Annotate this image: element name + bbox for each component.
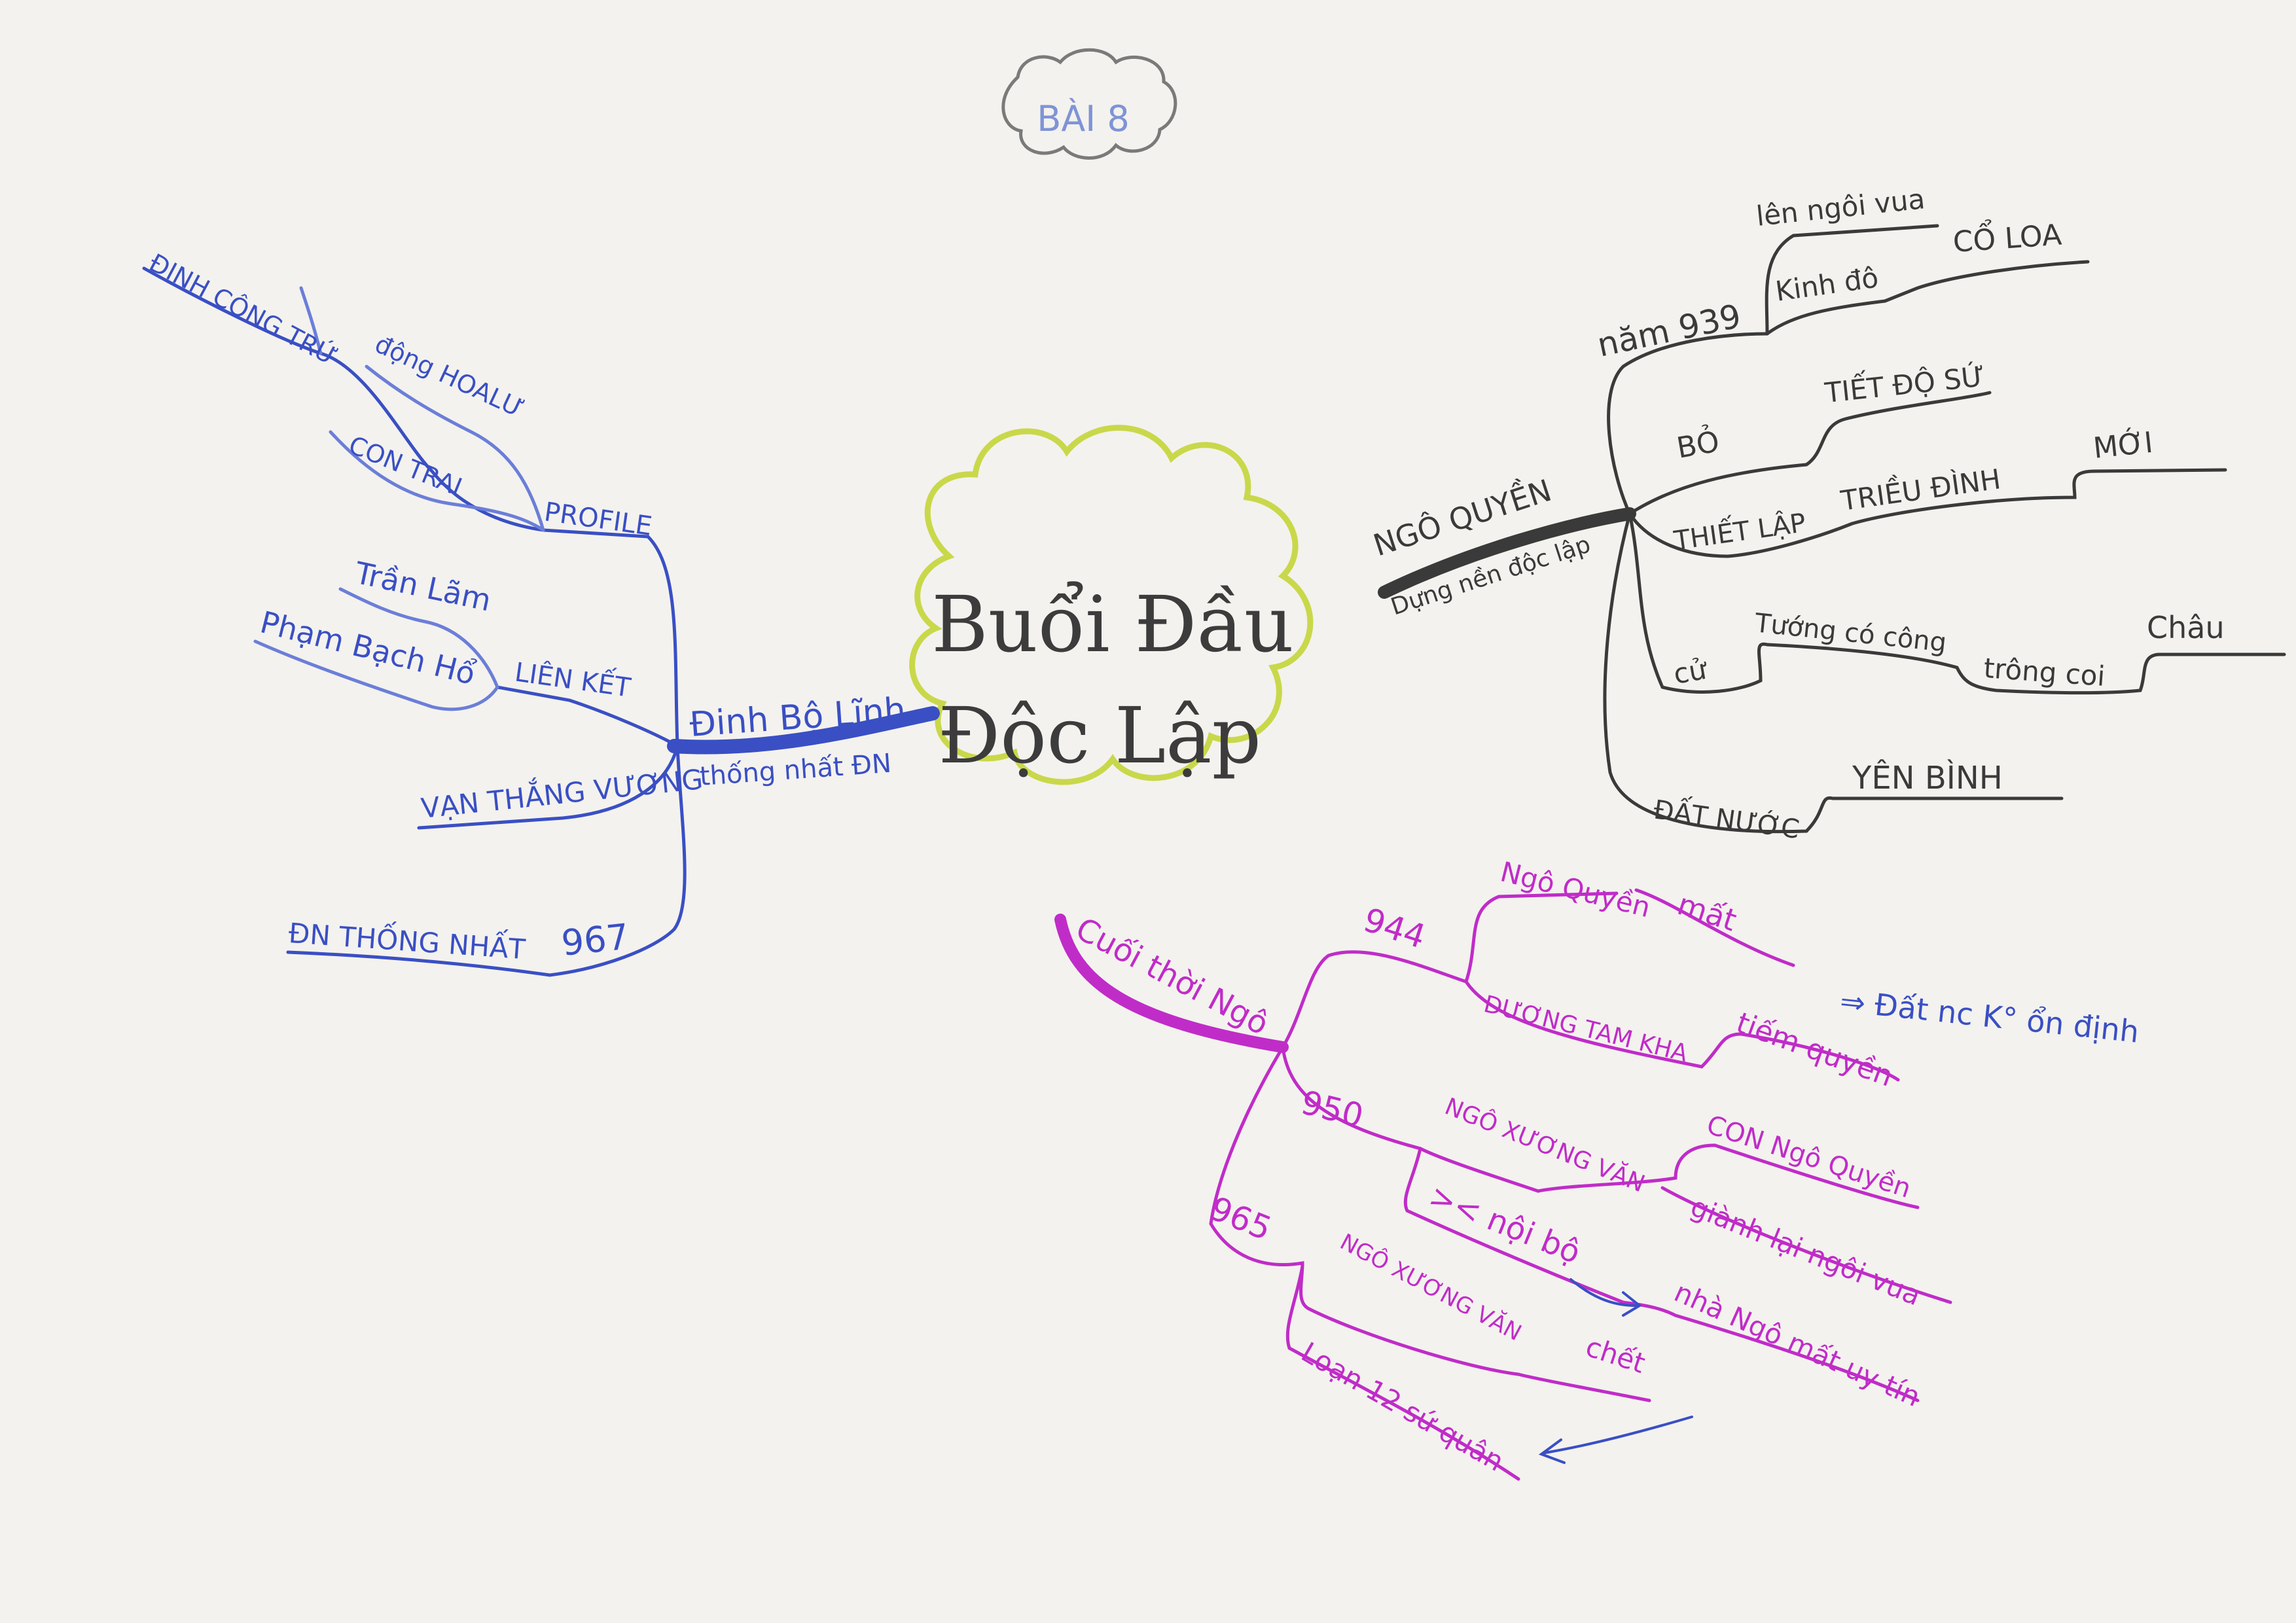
trunk-to-944	[1281, 891, 1619, 1049]
branch-cuoi-thoi-ngo-trunk	[1054, 914, 1289, 1053]
branch-loan-12-su-quan	[1285, 1264, 1520, 1481]
central-title-line1: Buổi Đầu	[931, 579, 1294, 669]
label-ngo-xuong-van-2: NGÔ XƯƠNG VĂN	[1336, 1228, 1526, 1347]
label-pham-bach-ho: Phạm Bạch Hổ	[257, 604, 478, 692]
label-duong-tam-kha: DƯƠNG TAM KHA	[1481, 991, 1691, 1067]
label-lien-ket: LIÊN KẾT	[513, 653, 634, 703]
branch-duong-tam-kha	[1464, 980, 1900, 1082]
label-ngo-xuong-van: NGÔ XƯƠNG VĂN	[1441, 1092, 1649, 1198]
bottom-labels: Cuối thời Ngô 944 Ngô Quyền mất DƯƠNG TA…	[1069, 855, 2140, 1478]
label-dong-hoalu: động HOALƯ	[370, 329, 528, 423]
left-main-label: Đinh Bộ Lĩnh	[689, 690, 907, 745]
branch-dong-hoalu	[365, 365, 545, 532]
branch-cuoi-thoi-ngo	[1054, 888, 1952, 1481]
branch-van-thang-vuong	[417, 744, 679, 830]
label-950: 950	[1297, 1083, 1367, 1135]
label-bo: BỎ	[1674, 422, 1721, 465]
branch-dinh-bo-linh-trunk	[667, 706, 940, 755]
central-title-line2: Độc Lập	[938, 690, 1261, 781]
label-dat-nuoc: ĐẤT NƯỚC	[1652, 791, 1802, 845]
trunk-to-cu	[1628, 512, 2286, 695]
branch-pham-bach-ho	[253, 639, 499, 711]
label-tran-lam: Trần Lãm	[351, 555, 494, 618]
lesson-cloud-shape	[1001, 48, 1177, 160]
label-trong-coi: trông coi	[1982, 652, 2106, 692]
right-main-label: NGÔ QUYỀN	[1368, 469, 1556, 563]
branch-noi-bo	[1403, 1147, 1920, 1402]
label-dn-thong-nhat: ĐN THỐNG NHẤT	[287, 914, 527, 965]
central-topic: Buổi Đầu Độc Lập	[909, 425, 1314, 785]
label-len-ngoi-vua: lên ngôi vua	[1755, 183, 1926, 232]
label-965: 965	[1205, 1189, 1277, 1248]
branch-tran-lam	[338, 587, 499, 689]
left-sub-label: thống nhất ĐN	[698, 749, 892, 792]
label-ngo-quyen: Ngô Quyền	[1498, 855, 1654, 923]
branch-dn-thong-nhat	[286, 744, 687, 977]
label-van-thang-vuong: VẠN THẮNG VƯƠNG	[419, 759, 704, 825]
label-yen-binh: YÊN BÌNH	[1852, 759, 2003, 796]
label-nam-939: năm 939	[1594, 297, 1744, 365]
label-moi: MỚI	[2092, 425, 2155, 465]
label-chau: Châu	[2147, 610, 2225, 645]
label-tiet-do-su: TIẾT ĐỘ SỨ	[1822, 357, 1986, 409]
label-cu: cử	[1671, 653, 1710, 690]
label-co-loa: CỔ LOA	[1952, 214, 2063, 259]
trunk-to-profile	[541, 528, 679, 748]
label-chet: chết	[1582, 1330, 1649, 1380]
branch-len-ngoi-vua	[1765, 224, 1939, 336]
label-thiet-lap: THIẾT LẬP	[1671, 504, 1808, 556]
label-loan-12-su-quan: Loạn 12 sứ quân	[1296, 1336, 1509, 1478]
lesson-cloud: BÀI 8	[1001, 48, 1177, 160]
branch-con-trai	[329, 430, 545, 532]
lesson-label: BÀI 8	[1037, 98, 1129, 139]
branch-ngo-quyen	[1378, 224, 2286, 834]
label-944: 944	[1359, 901, 1430, 956]
label-noi-bo: >< nội bộ	[1424, 1177, 1586, 1271]
label-967: 967	[560, 916, 631, 963]
trunk-to-965	[1209, 1045, 1520, 1376]
trunk-to-thiet-lap	[1628, 468, 2227, 558]
branch-gianh-lai	[1660, 1186, 1952, 1304]
label-dat-nc: ⇒ Đất nc K° ổn định	[1839, 983, 2141, 1050]
branch-ngo-quyen-trunk	[1378, 507, 1636, 599]
label-kinh-do: Kinh đô	[1774, 261, 1880, 308]
label-mat: mất	[1674, 886, 1741, 938]
trunk-to-dat-nuoc	[1603, 512, 2064, 834]
trunk-to-950	[1281, 1045, 1920, 1209]
arrow-noi-bo	[1570, 1278, 1642, 1317]
branch-dinh-cong-tru	[299, 286, 323, 355]
branch-kinh-do	[1765, 260, 2090, 336]
left-labels: Đinh Bộ Lĩnh thống nhất ĐN PROFILE ĐINH …	[145, 248, 907, 965]
arrow-chet-loan	[1538, 1416, 1693, 1464]
bottom-arrows	[1538, 1278, 1693, 1464]
trunk-to-lien-ket	[495, 685, 679, 748]
right-labels: NGÔ QUYỀN Dựng nền độc lập năm 939 lên n…	[1368, 183, 2224, 845]
label-dinh-cong-tru: ĐINH CÔNG TRỨ	[145, 248, 342, 371]
branch-chet	[1516, 1372, 1651, 1402]
branch-ngo-quyen-mat	[1634, 888, 1795, 967]
branch-dinh-bo-linh	[142, 266, 940, 977]
trunk-to-nam-939	[1607, 332, 1769, 516]
label-con-ngo-quyen: CON Ngô Quyền	[1703, 1110, 1914, 1204]
trunk-to-bo	[1628, 391, 1992, 516]
